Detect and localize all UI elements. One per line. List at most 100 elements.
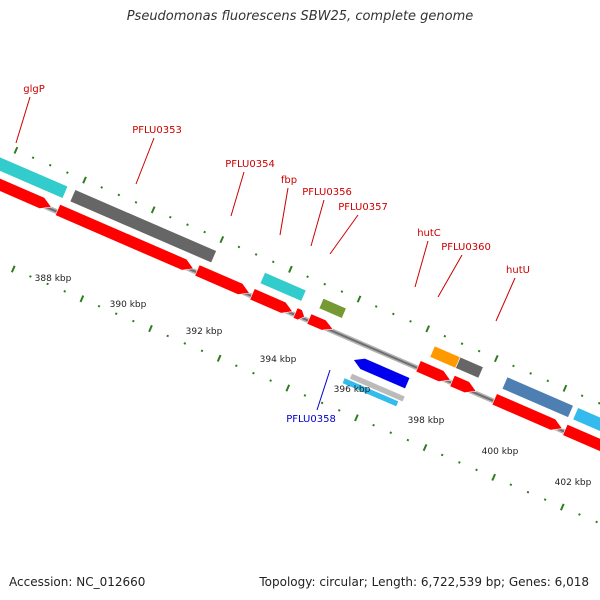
upper-tick <box>546 379 550 383</box>
hutC-box <box>429 345 461 369</box>
upper-tick <box>134 201 138 204</box>
lower-tick <box>440 453 444 457</box>
lower-tick <box>114 312 118 315</box>
lower-tick <box>458 461 461 464</box>
lower-tick <box>79 295 85 303</box>
upper-tick <box>288 265 293 273</box>
upper-tick <box>374 305 378 308</box>
gene-label-fbp: fbp <box>281 175 297 186</box>
leader-PFLU0356 <box>310 199 325 247</box>
teal-box-2 <box>572 407 600 432</box>
lower-tick <box>166 334 169 338</box>
hutU-cds <box>491 393 563 431</box>
upper-tick <box>150 206 156 214</box>
upper-tick <box>48 163 52 167</box>
gene-label-PFLU0358: PFLU0358 <box>286 414 336 425</box>
PFLU0360-box <box>455 356 484 379</box>
lower-tick <box>578 513 581 516</box>
scale-label: 388 kbp <box>35 274 72 284</box>
hutC-cds <box>415 360 451 382</box>
genome-summary-text: Topology: circular; Length: 6,722,539 bp… <box>259 575 589 589</box>
lower-tick <box>97 304 101 308</box>
upper-tick <box>100 186 104 189</box>
upper-tick <box>66 171 69 174</box>
lower-tick <box>132 319 135 323</box>
lower-tick <box>475 468 478 472</box>
PFLU0357-cds <box>306 313 334 331</box>
lower-tick <box>372 423 375 427</box>
upper-tick <box>271 260 275 264</box>
upper-tick <box>323 282 327 286</box>
upper-tick <box>425 325 430 333</box>
leader-hutU <box>495 277 516 322</box>
lower-tick <box>148 324 153 333</box>
scale-label: 390 kbp <box>110 300 147 310</box>
scale-label: 394 kbp <box>260 355 297 365</box>
cds-right-1 <box>562 423 600 452</box>
upper-tick <box>186 223 189 226</box>
lower-tick <box>337 409 341 412</box>
glgP-cds <box>0 177 52 209</box>
upper-tick <box>356 295 362 303</box>
lower-tick <box>269 379 272 382</box>
PFLU0353-cds <box>54 203 195 271</box>
lower-tick <box>10 265 16 273</box>
upper-tick <box>529 372 532 375</box>
lower-tick <box>354 414 359 422</box>
lower-tick <box>509 483 513 487</box>
leader-hutC <box>414 240 429 288</box>
upper-tick <box>82 176 87 184</box>
genome-title: Pseudomonas fluorescens SBW25, complete … <box>126 9 474 24</box>
lower-tick <box>252 371 255 375</box>
lower-tick <box>63 290 67 293</box>
upper-tick <box>460 342 464 345</box>
gene-label-hutC: hutC <box>417 228 441 239</box>
lower-tick <box>559 503 565 511</box>
upper-tick <box>117 193 121 197</box>
upper-tick <box>306 275 309 279</box>
scale-label: 396 kbp <box>334 385 371 395</box>
scale-label: 400 kbp <box>482 447 519 457</box>
leader-PFLU0358 <box>316 369 331 411</box>
gene-features <box>0 156 600 452</box>
lower-tick <box>29 275 32 278</box>
lower-tick <box>200 349 204 353</box>
upper-tick <box>392 312 395 316</box>
gene-label-PFLU0356: PFLU0356 <box>302 187 352 198</box>
lower-tick <box>303 394 307 397</box>
accession-text: Accession: NC_012660 <box>9 575 146 589</box>
PFLU0358-silver <box>349 372 406 403</box>
gene-label-PFLU0354: PFLU0354 <box>225 159 275 170</box>
gene-label-PFLU0360: PFLU0360 <box>441 242 491 253</box>
leader-PFLU0354 <box>230 171 245 217</box>
upper-tick <box>477 349 481 353</box>
small-cds <box>292 307 305 321</box>
gene-label-glgP: glgP <box>23 84 45 95</box>
upper-tick <box>169 215 172 219</box>
scale-label: 392 kbp <box>186 327 223 337</box>
lower-tick <box>406 438 410 442</box>
fbp-box <box>259 272 307 302</box>
upper-tick <box>340 290 344 293</box>
PFLU0356-box <box>318 297 347 319</box>
PFLU0360-cds <box>449 374 477 394</box>
lower-tick <box>285 384 291 392</box>
upper-tick <box>580 394 584 398</box>
PFLU0353-box <box>69 189 217 264</box>
upper-tick <box>219 235 225 244</box>
upper-tick <box>203 230 206 234</box>
leader-PFLU0353 <box>135 137 155 185</box>
upper-tick <box>494 354 499 363</box>
lower-tick <box>234 364 238 368</box>
lower-tick <box>491 473 496 481</box>
PFLU0354-cds <box>194 264 250 295</box>
gene-labels: glgPPFLU0353PFLU0354fbpPFLU0356PFLU0357h… <box>23 84 530 425</box>
upper-tick <box>562 384 568 392</box>
label-leader-lines <box>15 96 516 411</box>
scale-label: 402 kbp <box>555 478 592 488</box>
lower-tick <box>526 490 530 494</box>
lower-tick <box>389 431 393 434</box>
